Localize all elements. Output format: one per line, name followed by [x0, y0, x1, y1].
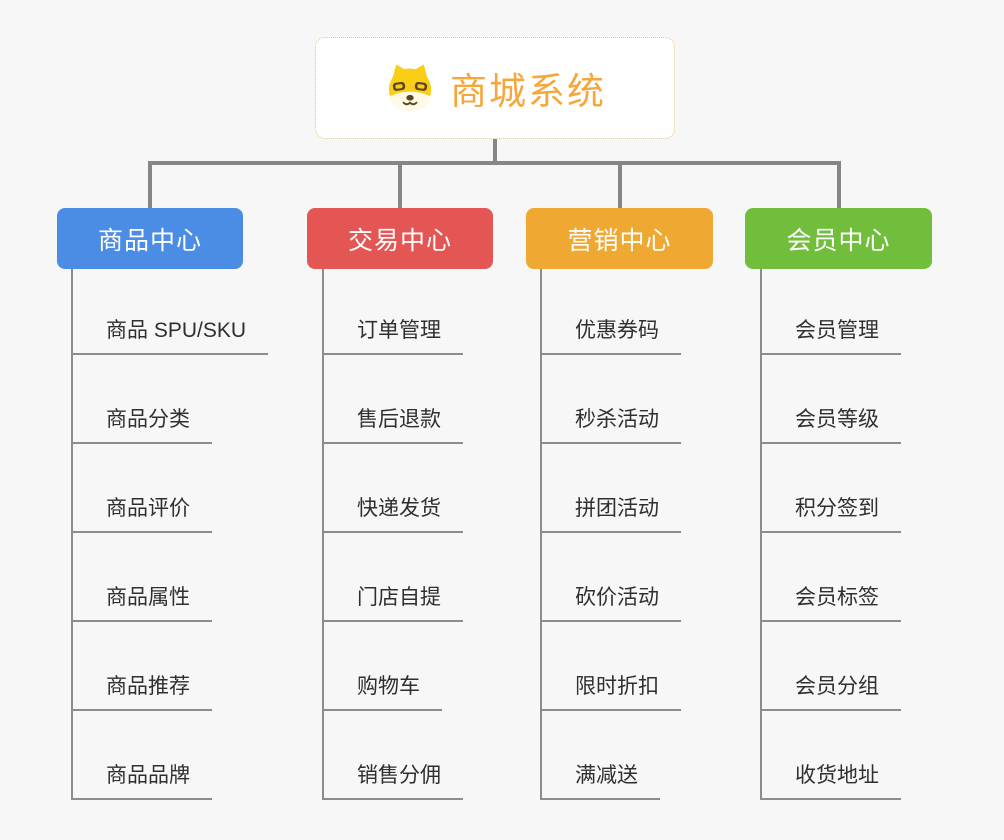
connector-drop-trade-center — [398, 163, 402, 208]
branch-list-marketing-center: 优惠券码 秒杀活动 拼团活动 砍价活动 限时折扣 满减送 — [540, 269, 681, 800]
leaf-label: 优惠券码 — [575, 319, 659, 342]
leaf-item[interactable]: 拼团活动 — [542, 444, 681, 533]
dog-face-icon — [384, 62, 436, 114]
leaf-item[interactable]: 商品 SPU/SKU — [73, 269, 269, 355]
branch-list-trade-center: 订单管理 售后退款 快递发货 门店自提 购物车 销售分佣 — [322, 269, 463, 800]
root-title: 商城系统 — [450, 71, 606, 112]
connector-drop-marketing-center — [618, 163, 622, 208]
leaf-item[interactable]: 门店自提 — [324, 533, 463, 622]
leaf-label: 限时折扣 — [575, 675, 659, 698]
root-node[interactable]: 商城系统 — [315, 37, 675, 139]
leaf-label: 收货地址 — [795, 764, 879, 787]
branch-list-product-center: 商品 SPU/SKU 商品分类 商品评价 商品属性 商品推荐 商品品牌 — [71, 269, 269, 800]
leaf-item[interactable]: 销售分佣 — [324, 711, 463, 800]
leaf-item[interactable]: 收货地址 — [762, 711, 901, 800]
leaf-item[interactable]: 售后退款 — [324, 355, 463, 444]
leaf-label: 拼团活动 — [575, 497, 659, 520]
leaf-item[interactable]: 优惠券码 — [542, 269, 681, 355]
leaf-item[interactable]: 会员管理 — [762, 269, 901, 355]
leaf-item[interactable]: 满减送 — [542, 711, 660, 800]
leaf-item[interactable]: 秒杀活动 — [542, 355, 681, 444]
leaf-item[interactable]: 商品属性 — [73, 533, 212, 622]
leaf-label: 售后退款 — [357, 408, 441, 431]
leaf-label: 商品分类 — [106, 408, 190, 431]
leaf-item[interactable]: 会员分组 — [762, 622, 901, 711]
leaf-label: 会员标签 — [795, 586, 879, 609]
leaf-item[interactable]: 购物车 — [324, 622, 442, 711]
leaf-label: 积分签到 — [795, 497, 879, 520]
leaf-label: 商品评价 — [106, 497, 190, 520]
leaf-item[interactable]: 商品评价 — [73, 444, 212, 533]
connector-drop-member-center — [837, 163, 841, 208]
leaf-label: 秒杀活动 — [575, 408, 659, 431]
leaf-item[interactable]: 积分签到 — [762, 444, 901, 533]
leaf-label: 快递发货 — [357, 497, 441, 520]
leaf-item[interactable]: 快递发货 — [324, 444, 463, 533]
branch-label: 营销中心 — [567, 226, 672, 255]
leaf-label: 商品 SPU/SKU — [106, 319, 247, 342]
leaf-label: 砍价活动 — [575, 586, 659, 609]
leaf-item[interactable]: 会员等级 — [762, 355, 901, 444]
leaf-label: 购物车 — [357, 675, 420, 698]
leaf-item[interactable]: 会员标签 — [762, 533, 901, 622]
connector-horizontal-bar — [148, 161, 841, 165]
leaf-label: 商品推荐 — [106, 675, 190, 698]
branch-label: 会员中心 — [786, 226, 891, 255]
leaf-label: 商品属性 — [106, 586, 190, 609]
leaf-label: 会员分组 — [795, 675, 879, 698]
leaf-item[interactable]: 商品品牌 — [73, 711, 212, 800]
leaf-label: 会员等级 — [795, 408, 879, 431]
branch-node-trade-center[interactable]: 交易中心 — [307, 208, 493, 269]
leaf-label: 商品品牌 — [106, 764, 190, 787]
branch-list-member-center: 会员管理 会员等级 积分签到 会员标签 会员分组 收货地址 — [760, 269, 901, 800]
leaf-label: 满减送 — [575, 764, 638, 787]
branch-node-marketing-center[interactable]: 营销中心 — [526, 208, 713, 269]
leaf-label: 订单管理 — [357, 319, 441, 342]
leaf-item[interactable]: 限时折扣 — [542, 622, 681, 711]
leaf-label: 会员管理 — [795, 319, 879, 342]
branch-label: 商品中心 — [97, 226, 202, 255]
branch-node-member-center[interactable]: 会员中心 — [745, 208, 932, 269]
leaf-item[interactable]: 砍价活动 — [542, 533, 681, 622]
leaf-label: 门店自提 — [357, 586, 441, 609]
leaf-label: 销售分佣 — [357, 764, 441, 787]
leaf-item[interactable]: 订单管理 — [324, 269, 463, 355]
leaf-item[interactable]: 商品分类 — [73, 355, 212, 444]
branch-node-product-center[interactable]: 商品中心 — [57, 208, 243, 269]
leaf-item[interactable]: 商品推荐 — [73, 622, 212, 711]
connector-drop-product-center — [148, 163, 152, 208]
connector-root-stem — [493, 139, 497, 163]
branch-label: 交易中心 — [347, 226, 452, 255]
